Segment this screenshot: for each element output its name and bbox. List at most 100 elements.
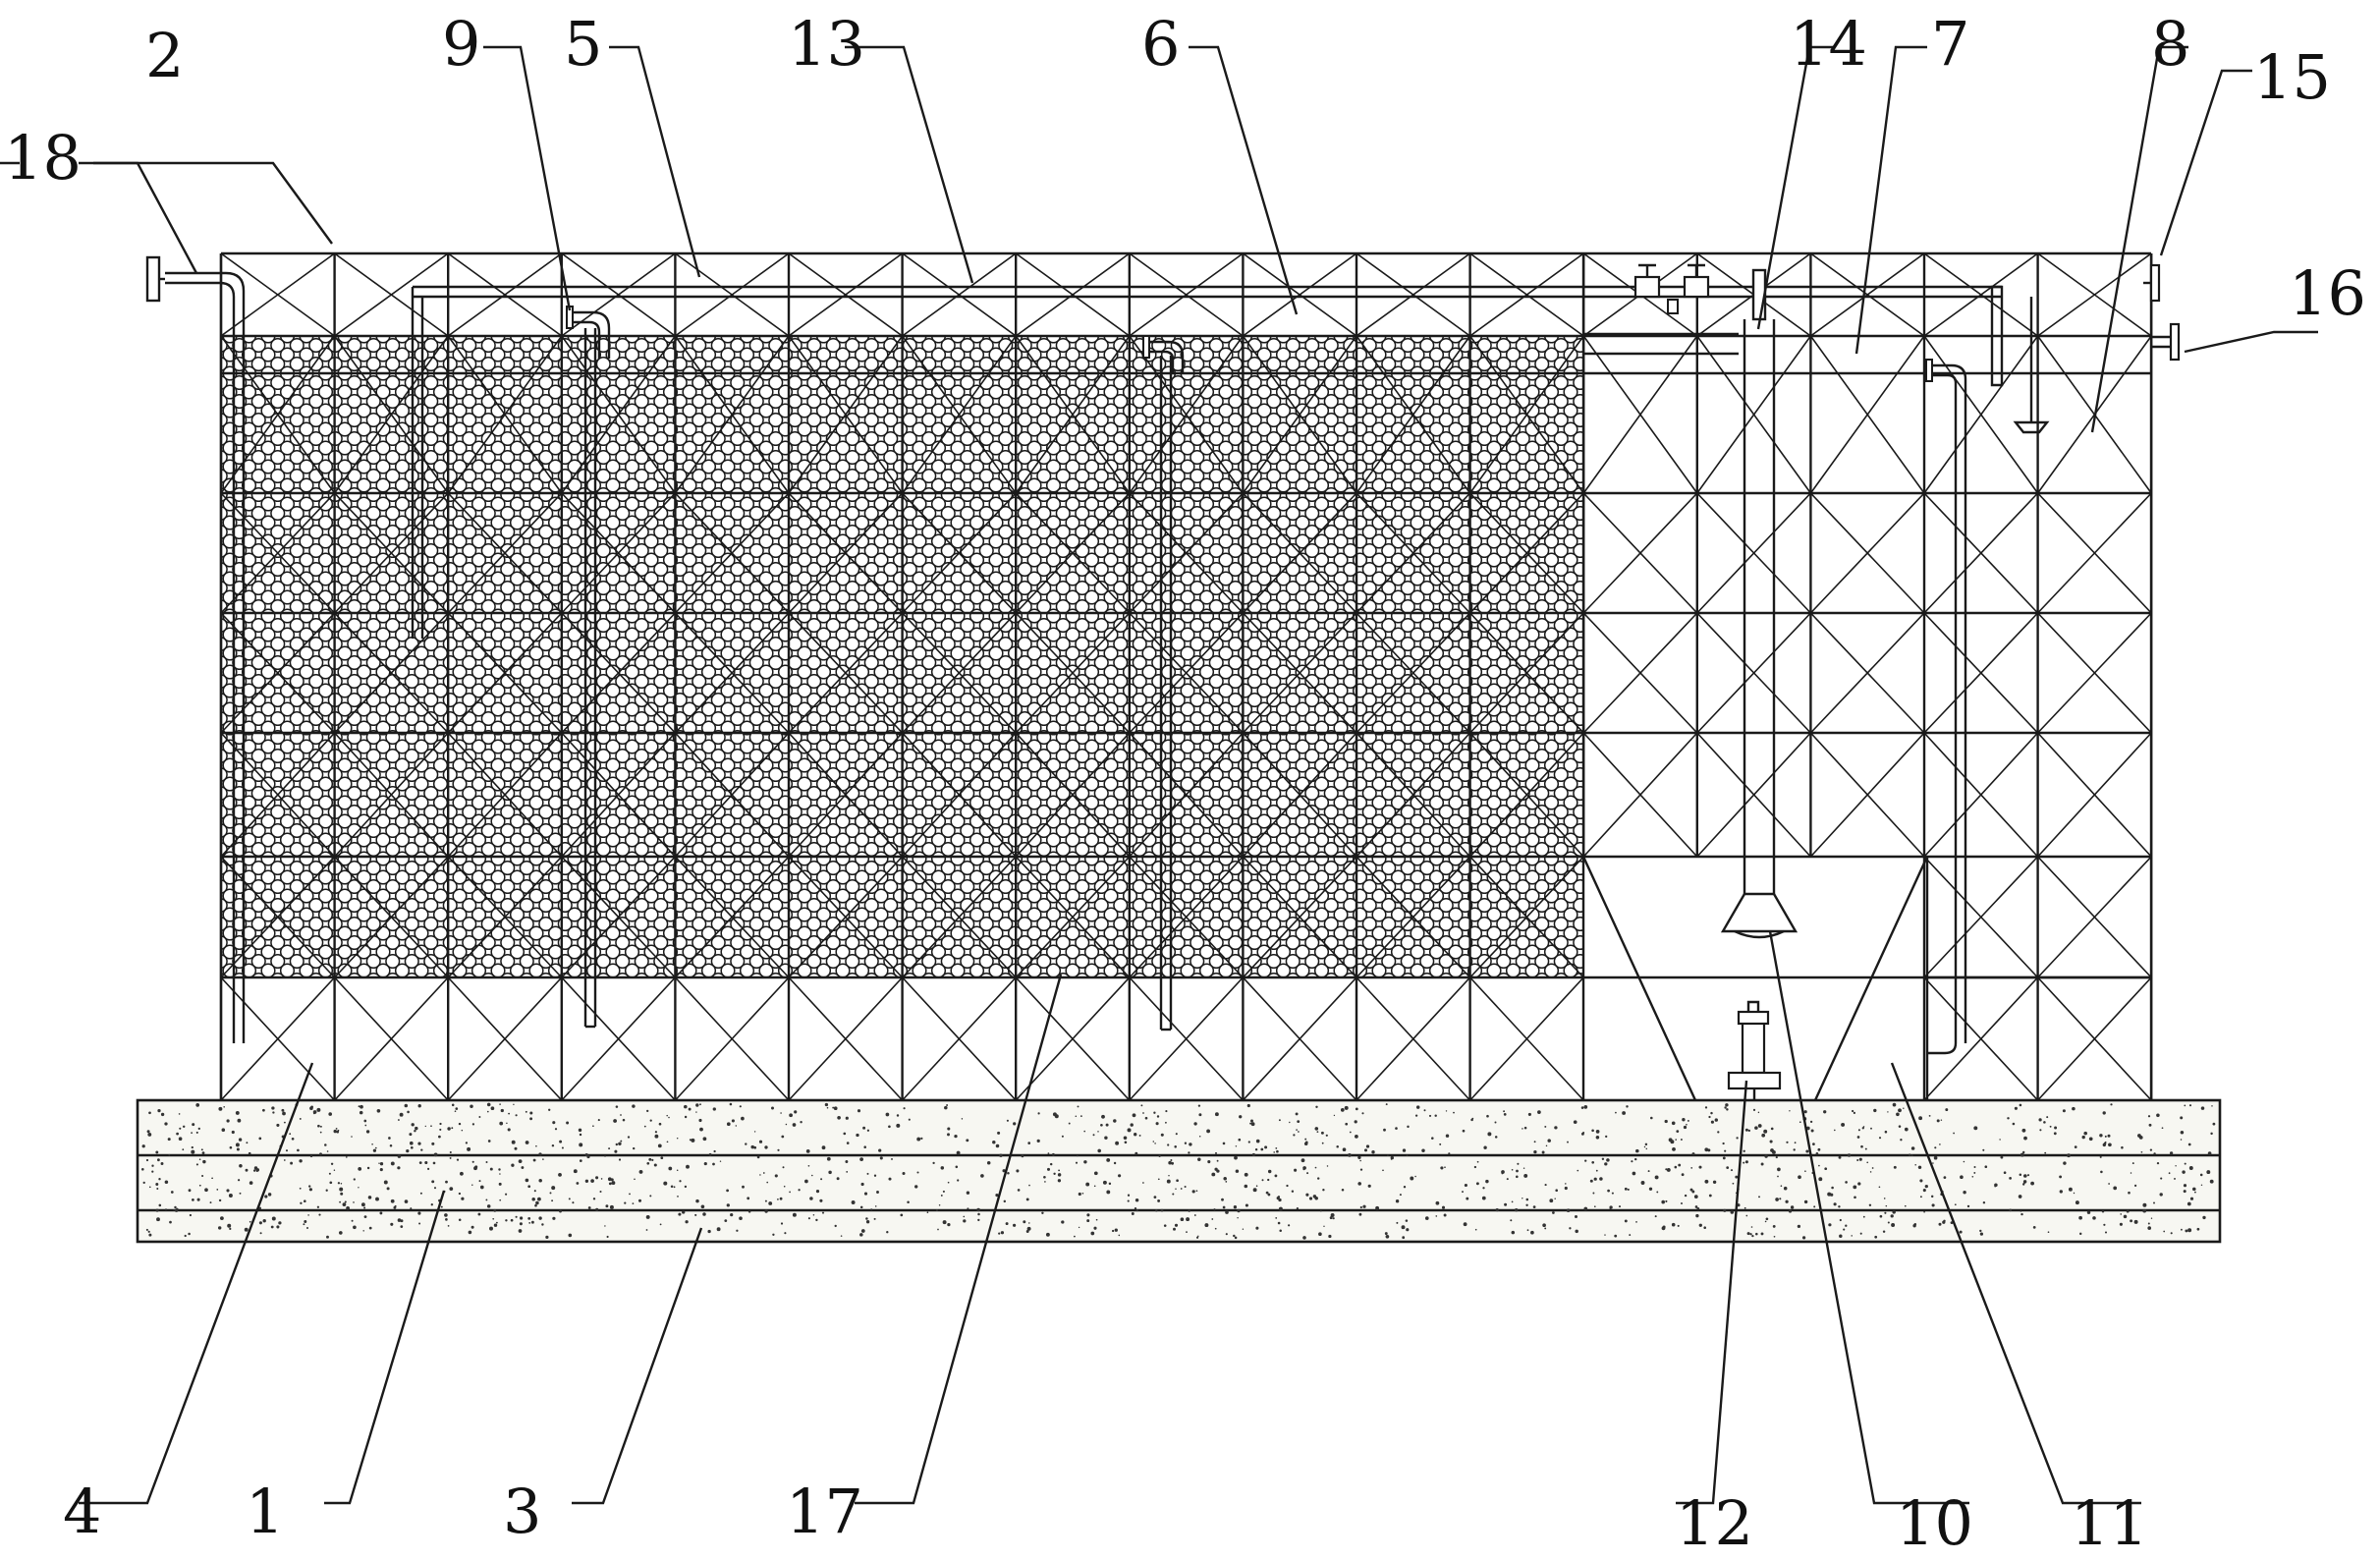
- outlet-nozzles: [2143, 263, 2181, 362]
- speckle: [551, 1143, 555, 1147]
- speckle: [2046, 1116, 2049, 1119]
- speckle: [489, 1167, 493, 1171]
- speckle: [1453, 1111, 1455, 1114]
- frame-member: [902, 612, 1017, 734]
- speckle: [1423, 1109, 1426, 1112]
- speckle: [2212, 1122, 2216, 1126]
- speckle: [1482, 1187, 1485, 1190]
- speckle: [358, 1105, 360, 1108]
- speckle: [1953, 1132, 1955, 1135]
- speckle: [713, 1149, 716, 1153]
- speckle: [1321, 1142, 1324, 1144]
- speckle: [1696, 1207, 1700, 1210]
- callout-leaders: [0, 45, 2318, 1505]
- speckle: [2108, 1183, 2110, 1185]
- speckle: [271, 1106, 275, 1110]
- speckle: [2130, 1172, 2132, 1174]
- label-1: 1: [246, 1476, 284, 1547]
- speckle: [1291, 1190, 1295, 1193]
- speckle: [1903, 1107, 1905, 1109]
- speckle: [1634, 1157, 1637, 1161]
- speckle: [1246, 1103, 1250, 1108]
- speckle: [258, 1137, 262, 1141]
- speckle: [1542, 1223, 1546, 1228]
- speckle: [1936, 1119, 1940, 1123]
- frame-member: [1356, 732, 1471, 858]
- speckle: [1464, 1183, 1467, 1188]
- speckle: [156, 1217, 160, 1222]
- frame-member: [334, 732, 449, 858]
- frame-member: [333, 335, 449, 494]
- frame-member: [447, 856, 563, 978]
- speckle: [192, 1199, 194, 1201]
- speckle: [2200, 1106, 2205, 1110]
- speckle: [646, 1109, 649, 1113]
- speckle: [156, 1188, 159, 1190]
- speckle: [1662, 1225, 1666, 1229]
- speckle: [1860, 1144, 1863, 1148]
- speckle: [1495, 1207, 1499, 1212]
- speckle: [826, 1156, 831, 1161]
- speckle: [649, 1195, 652, 1198]
- speckle: [220, 1216, 224, 1220]
- speckle: [686, 1164, 690, 1169]
- speckle: [1627, 1188, 1630, 1191]
- frame-member: [1242, 856, 1357, 978]
- speckle: [1153, 1111, 1156, 1114]
- speckle: [1273, 1151, 1275, 1153]
- speckle: [2032, 1226, 2036, 1229]
- speckle: [1749, 1233, 1752, 1236]
- speckle: [417, 1104, 421, 1108]
- speckle: [678, 1212, 682, 1216]
- speckle: [777, 1199, 779, 1200]
- speckle: [1172, 1193, 1175, 1196]
- speckle: [191, 1132, 194, 1134]
- speckle: [579, 1159, 582, 1162]
- speckle: [478, 1180, 481, 1183]
- speckle: [559, 1140, 563, 1143]
- speckle: [657, 1143, 662, 1148]
- speckle: [1025, 1198, 1029, 1201]
- speckle: [1306, 1172, 1309, 1175]
- speckle: [1395, 1127, 1398, 1130]
- speckle: [739, 1216, 743, 1220]
- speckle: [1545, 1144, 1548, 1147]
- speckle: [2180, 1228, 2183, 1231]
- speckle: [1061, 1135, 1064, 1138]
- speckle: [1643, 1145, 1646, 1148]
- speckle: [1726, 1108, 1729, 1111]
- speckle: [2003, 1171, 2007, 1174]
- speckle: [712, 1107, 716, 1111]
- speckle: [1954, 1203, 1957, 1206]
- speckle: [1340, 1108, 1345, 1112]
- speckle: [2211, 1105, 2213, 1107]
- speckle: [308, 1185, 311, 1188]
- speckle: [1211, 1172, 1216, 1177]
- frame-member: [1923, 492, 2039, 614]
- speckle: [1138, 1134, 1141, 1137]
- speckle: [1332, 1217, 1335, 1220]
- speckle: [666, 1114, 668, 1117]
- speckle: [747, 1197, 750, 1200]
- speckle: [432, 1161, 436, 1165]
- speckle: [1244, 1184, 1248, 1189]
- speckle: [239, 1192, 242, 1195]
- speckle: [1851, 1235, 1853, 1237]
- speckle: [1026, 1226, 1031, 1231]
- speckle: [2121, 1145, 2124, 1149]
- label-10: 10: [1896, 1487, 1973, 1559]
- speckle: [285, 1149, 289, 1152]
- speckle: [2018, 1195, 2022, 1199]
- frame-member: [447, 492, 563, 614]
- speckle: [977, 1218, 980, 1222]
- speckle: [1754, 1126, 1758, 1130]
- speckle: [1083, 1130, 1085, 1133]
- speckle: [937, 1228, 939, 1231]
- speckle: [478, 1116, 481, 1118]
- frame-member: [1015, 335, 1131, 494]
- speckle: [237, 1179, 241, 1182]
- speckle: [579, 1133, 582, 1137]
- speckle: [1188, 1151, 1190, 1154]
- speckle: [1878, 1137, 1882, 1140]
- speckle: [1075, 1161, 1079, 1164]
